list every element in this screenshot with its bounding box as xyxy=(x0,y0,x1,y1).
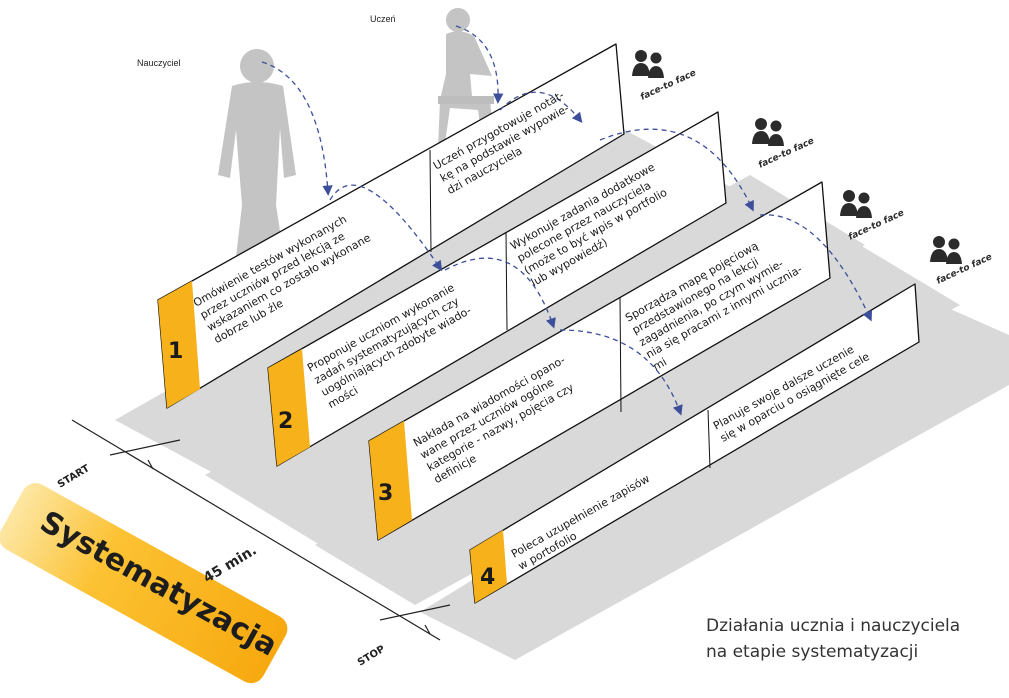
caption-line-1: Działania ucznia i nauczyciela xyxy=(706,616,961,636)
step-3-panel xyxy=(368,181,831,541)
step-3-number: 3 xyxy=(378,481,393,506)
caption: Działania ucznia i nauczyciela na etapie… xyxy=(706,613,1006,665)
flow-arrows xyxy=(261,25,872,416)
systematyzacja-badge xyxy=(0,483,288,684)
timeline-duration: 45 min. xyxy=(201,542,260,586)
step-1-panel xyxy=(157,43,625,409)
caption-line-2: na etapie systematyzacji xyxy=(706,642,919,662)
face-to-face-icon-3 xyxy=(840,190,872,218)
teacher-label: Nauczyciel xyxy=(137,58,181,68)
step-2-panel xyxy=(267,111,727,467)
face-to-face-icon-1 xyxy=(632,50,664,78)
student-label: Uczeń xyxy=(370,14,396,24)
step-4-number: 4 xyxy=(480,565,495,590)
step-3-student-line: mi xyxy=(651,355,669,373)
timeline xyxy=(71,419,451,641)
floor-strip-3 xyxy=(315,245,960,605)
timeline-stop: STOP xyxy=(356,644,387,669)
face-to-face-icon-2 xyxy=(752,118,784,146)
floor-strip-4 xyxy=(420,300,1009,660)
step-1-number: 1 xyxy=(168,339,183,364)
step-2-number: 2 xyxy=(278,409,293,434)
face-to-face-icon-4 xyxy=(930,236,962,264)
teacher-figure xyxy=(218,49,296,275)
timeline-start: START xyxy=(56,463,92,491)
step-4-panel xyxy=(469,283,920,604)
